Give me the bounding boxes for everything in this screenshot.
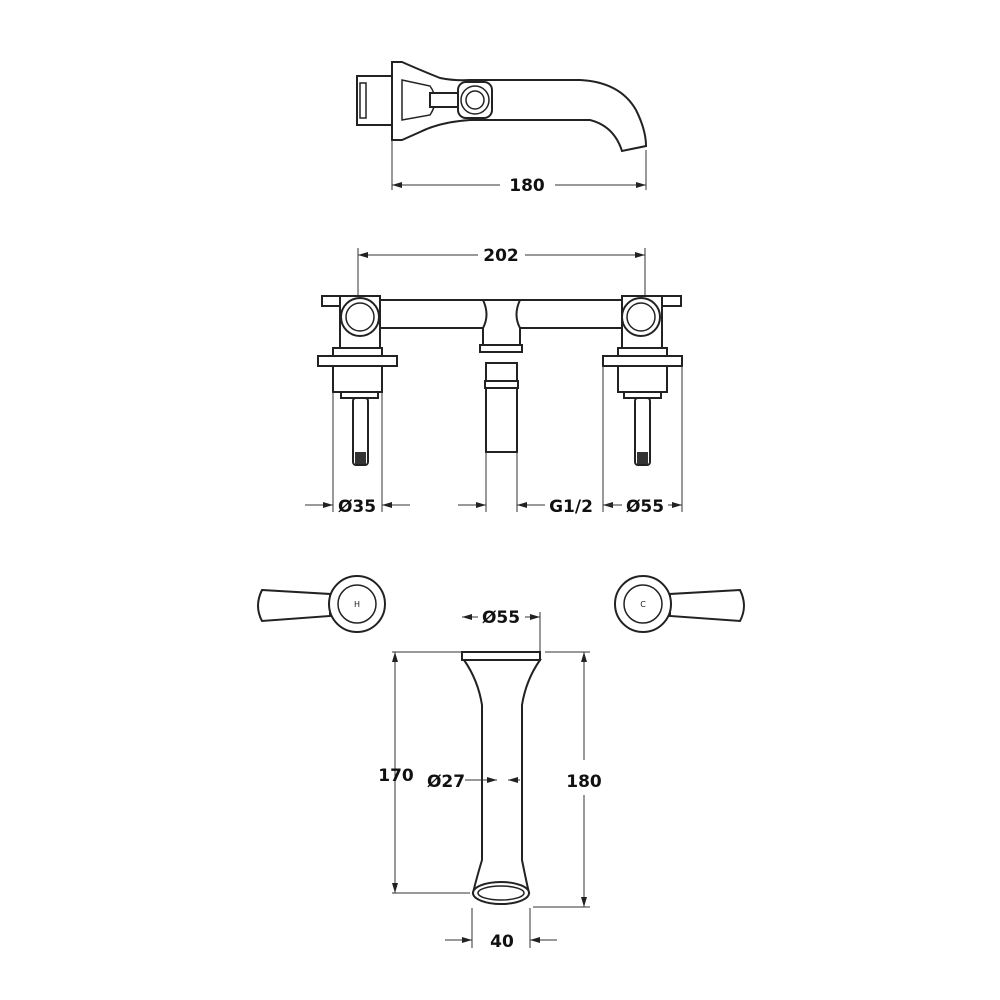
valve-front-view: 202 Ø35 G1/2	[305, 246, 683, 517]
stem-diameter-label: Ø27	[427, 772, 465, 792]
outlet-width-label: 40	[490, 932, 514, 952]
height-170-label: 170	[378, 766, 414, 786]
hot-label: H	[354, 600, 360, 609]
flange-left-diameter-label: Ø35	[338, 497, 376, 517]
handle-centres-label: 202	[483, 246, 519, 266]
spout-plan-view: Ø55 170 180 Ø27 40	[378, 608, 602, 952]
cold-label: C	[640, 600, 646, 609]
height-180-label: 180	[566, 772, 602, 792]
flange-right-diameter-label: Ø55	[626, 497, 664, 517]
spout-side-view: 180	[356, 61, 648, 196]
top-diameter-label: Ø55	[482, 608, 520, 628]
hot-handle: H	[257, 575, 386, 633]
spout-length-label: 180	[509, 176, 545, 196]
inlet-thread-label: G1/2	[549, 497, 593, 517]
cold-handle: C	[614, 575, 745, 633]
